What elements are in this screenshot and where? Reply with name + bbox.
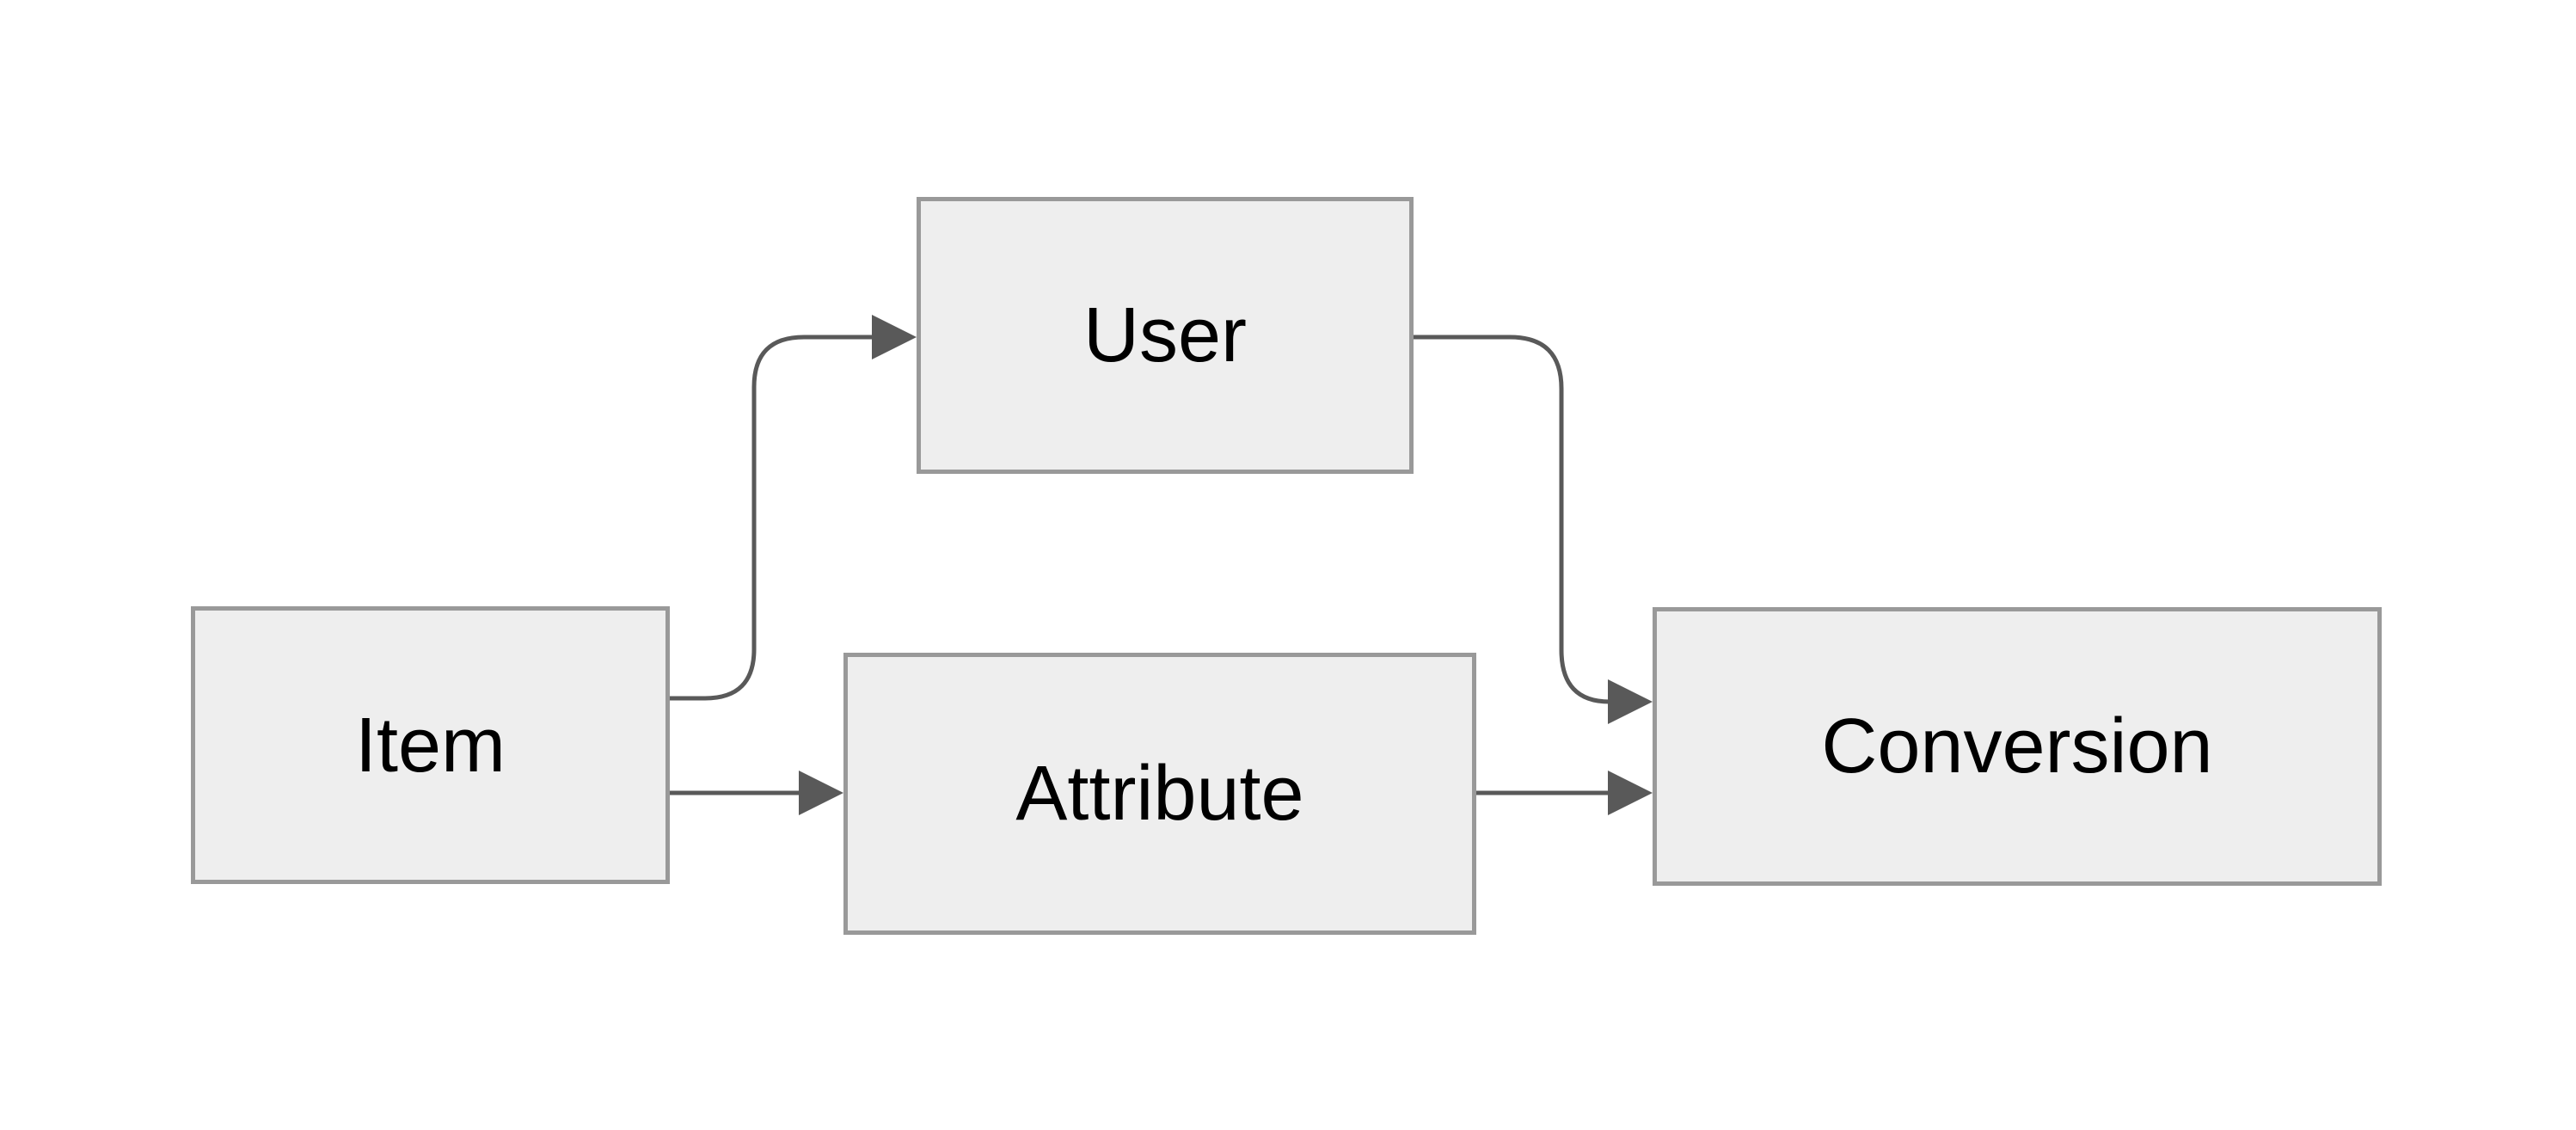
- edge-attribute-conversion: [1476, 771, 1653, 815]
- node-user: User: [917, 197, 1414, 474]
- arrowhead-user-conversion: [1608, 679, 1653, 724]
- node-conversion-label: Conversion: [1821, 703, 2213, 789]
- node-item: Item: [191, 606, 670, 884]
- arrowhead-attribute-conversion: [1608, 771, 1653, 815]
- edge-item-user: [670, 315, 917, 701]
- node-attribute: Attribute: [843, 653, 1476, 935]
- node-user-label: User: [1083, 292, 1248, 378]
- edge-item-attribute: [670, 771, 843, 815]
- node-conversion: Conversion: [1653, 607, 2382, 886]
- edge-user-conversion: [1414, 335, 1653, 724]
- node-attribute-label: Attribute: [1015, 751, 1304, 837]
- arrowhead-item-attribute: [799, 771, 843, 815]
- node-item-label: Item: [354, 702, 506, 789]
- arrowhead-item-user: [872, 315, 917, 359]
